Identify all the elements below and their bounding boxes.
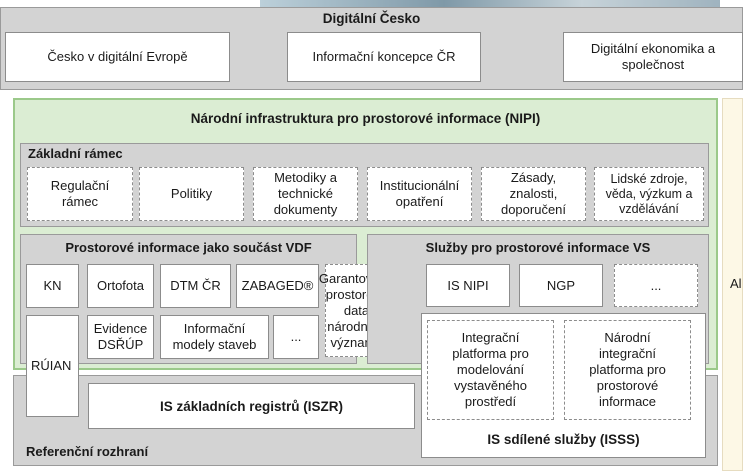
card-label: Informační koncepce ČR xyxy=(312,49,456,64)
card-lidske-zdroje: Lidské zdroje, věda, výzkum a vzdělávání xyxy=(594,167,704,221)
card-narodni-integracni-platforma: Národní integrační platforma pro prostor… xyxy=(564,320,691,420)
card-metodiky: Metodiky a technické dokumenty xyxy=(253,167,358,221)
card-regulacni-ramec: Regulační rámec xyxy=(27,167,133,221)
card-is-nipi: IS NIPI xyxy=(426,264,510,307)
card-politiky: Politiky xyxy=(139,167,244,221)
vdf-title: Prostorové informace jako součást VDF xyxy=(65,240,312,255)
side-panel-label: Al xyxy=(730,276,742,291)
card-integracni-platforma-modelovani: Integrační platforma pro modelování vyst… xyxy=(427,320,554,420)
card-label: Informační modely staveb xyxy=(172,321,257,352)
card-digitalni-ekonomika: Digitální ekonomika a společnost xyxy=(563,32,743,82)
card-label: Institucionální opatření xyxy=(379,178,460,209)
card-label: ... xyxy=(650,277,662,293)
card-label: IS NIPI xyxy=(447,277,489,293)
card-label: Česko v digitální Evropě xyxy=(47,49,188,64)
card-label: DTM ČR xyxy=(170,278,221,293)
card-zabaged: ZABAGED® xyxy=(236,264,319,308)
nipi-title: Národní infrastruktura pro prostorové in… xyxy=(190,111,541,126)
card-kn: KN xyxy=(26,264,79,308)
digitalni-cesko-title: Digitální Česko xyxy=(322,11,421,26)
card-iszr: IS základních registrů (ISZR) xyxy=(88,383,415,429)
card-label: ... xyxy=(290,329,302,344)
card-label: Evidence DSŘÚP xyxy=(93,321,148,352)
card-label: RÚIAN xyxy=(31,358,72,373)
card-ruian: RÚIAN xyxy=(26,315,79,417)
card-label: Digitální ekonomika a společnost xyxy=(590,41,716,72)
card-label: Politiky xyxy=(170,186,213,201)
card-label: Lidské zdroje, věda, výzkum a vzdělávání xyxy=(605,171,693,216)
card-evidence-dsrup: Evidence DSŘÚP xyxy=(87,315,154,359)
card-label: Integrační platforma pro modelování vyst… xyxy=(452,330,529,409)
card-informacni-koncepce: Informační koncepce ČR xyxy=(287,32,481,82)
card-dtm-cr: DTM ČR xyxy=(160,264,231,308)
card-label: Národní integrační platforma pro prostor… xyxy=(589,330,666,409)
card-label: NGP xyxy=(546,277,576,293)
card-institucionalni-opatreni: Institucionální opatření xyxy=(367,167,472,221)
card-zasady: Zásady, znalosti, doporučení xyxy=(481,167,586,221)
referencni-rozhrani-title: Referenční rozhraní xyxy=(26,444,149,459)
card-label: KN xyxy=(43,278,62,293)
background-image-strip xyxy=(260,0,720,8)
card-label: IS základních registrů (ISZR) xyxy=(159,398,344,414)
card-informacni-modely: Informační modely staveb xyxy=(160,315,269,359)
zakladni-ramec-title: Základní rámec xyxy=(28,146,123,161)
card-label: Regulační rámec xyxy=(50,178,110,209)
card-label: Metodiky a technické dokumenty xyxy=(273,170,338,217)
card-vdf-more: ... xyxy=(273,315,319,359)
isss-title: IS sdílené služby (ISSS) xyxy=(487,432,640,447)
card-label: Ortofota xyxy=(97,278,144,293)
card-cesko-v-digitalni-evrope: Česko v digitální Evropě xyxy=(5,32,230,82)
card-label: Zásady, znalosti, doporučení xyxy=(500,170,567,217)
sluzby-title: Služby pro prostorové informace VS xyxy=(425,240,651,255)
card-sluzby-more: ... xyxy=(614,264,698,307)
card-label: ZABAGED® xyxy=(241,278,314,293)
card-ortofota: Ortofota xyxy=(87,264,154,308)
card-ngp: NGP xyxy=(519,264,603,307)
